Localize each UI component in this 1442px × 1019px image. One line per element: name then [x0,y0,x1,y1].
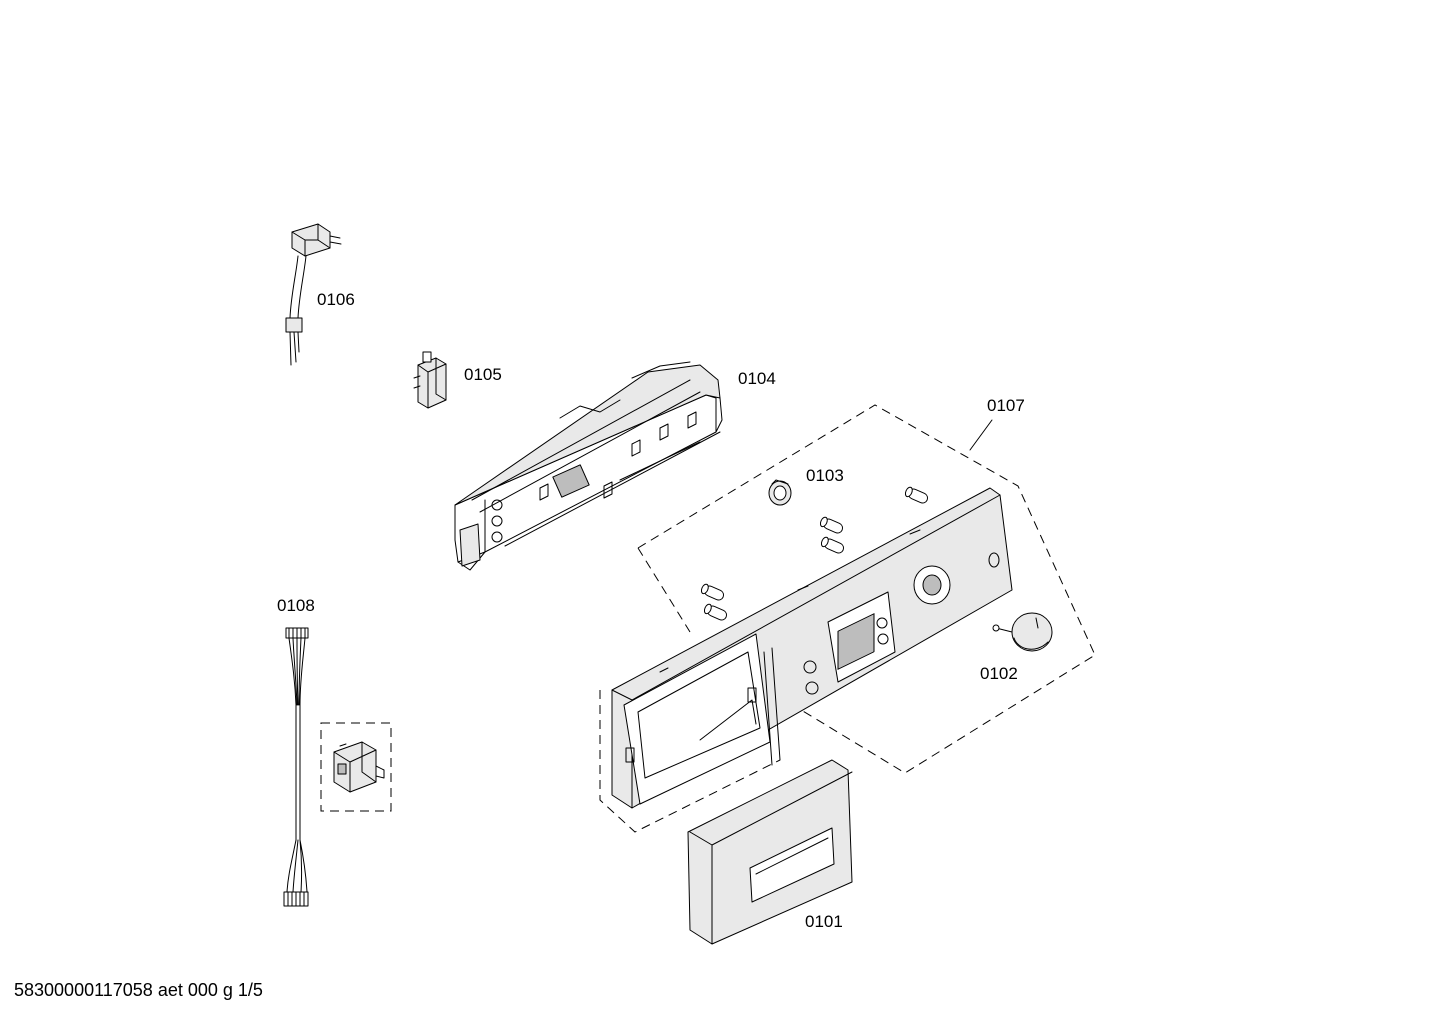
part-label-0106: 0106 [317,290,355,309]
part-0104-control-module[interactable]: 0104 [454,361,776,571]
part-label-0105: 0105 [464,365,502,384]
part-label-0103: 0103 [806,466,844,485]
connector-detail[interactable] [320,722,392,812]
part-0106-power-cord[interactable]: 0106 [285,223,355,366]
part-label-0104: 0104 [738,369,776,388]
part-label-0102: 0102 [980,664,1018,683]
part-label-0107: 0107 [987,396,1025,415]
part-0102-selector-knob[interactable]: 0102 [980,612,1053,683]
part-0103-knob-insert[interactable]: 0103 [768,466,844,506]
control-panel-fascia[interactable] [611,487,1013,809]
drawing-number: 58300000117058 aet 000 g 1/5 [14,980,263,1000]
part-label-0101: 0101 [805,912,843,931]
part-0107-group-outline: 0107 [599,396,1096,833]
part-0108-wiring-harness[interactable]: 0108 [277,596,315,907]
pins [700,486,929,621]
part-0101-drawer-handle[interactable]: 0101 [687,759,853,945]
part-0105-switch[interactable]: 0105 [413,351,502,409]
part-label-0108: 0108 [277,596,315,615]
